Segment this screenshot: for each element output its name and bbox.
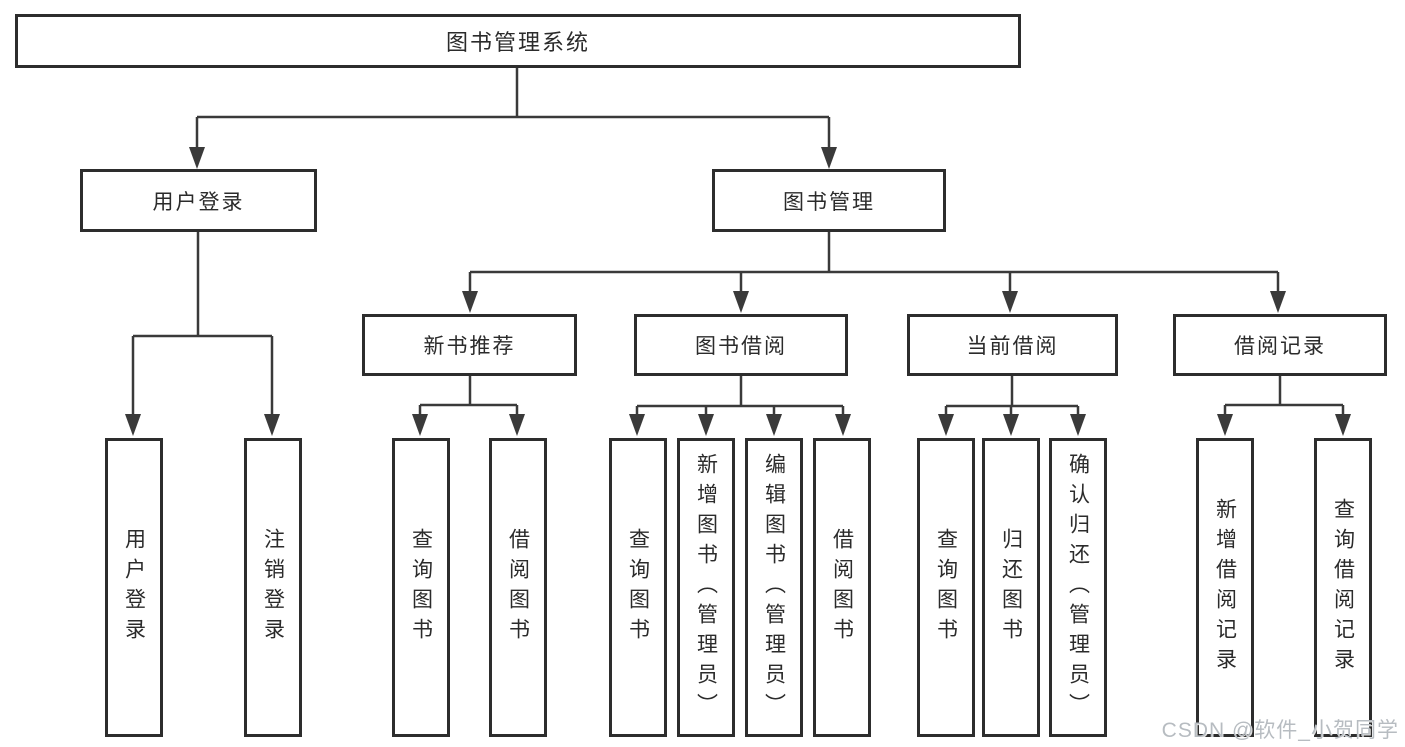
connector-root-to-level2 bbox=[195, 68, 831, 148]
arrowhead-book-management bbox=[821, 147, 837, 169]
leaf-confirm-return: 确认归还（管理员） bbox=[1049, 438, 1107, 737]
node-book-management-label: 图书管理 bbox=[783, 190, 875, 214]
arrowhead-leaf-return-book bbox=[1003, 414, 1019, 436]
leaf-add-book: 新增图书（管理员） bbox=[677, 438, 735, 737]
node-borrow-record: 借阅记录 bbox=[1173, 314, 1387, 376]
arrowhead-current-borrow bbox=[1002, 291, 1018, 313]
arrowhead-leaf-borrow-book-2 bbox=[835, 414, 851, 436]
arrowhead-leaf-query-book-1 bbox=[412, 414, 428, 436]
leaf-confirm-return-label: 确认归还（管理员） bbox=[1066, 452, 1090, 723]
leaf-query-book-1: 查询图书 bbox=[392, 438, 450, 737]
leaf-return-book-label: 归还图书 bbox=[999, 527, 1023, 648]
leaf-query-borrow-record-label: 查询借阅记录 bbox=[1331, 497, 1355, 678]
arrowhead-book-borrow bbox=[733, 291, 749, 313]
arrowhead-leaf-query-book-2 bbox=[629, 414, 645, 436]
node-current-borrow: 当前借阅 bbox=[907, 314, 1118, 376]
connector-current-borrow-group bbox=[944, 375, 1080, 415]
arrowhead-leaf-query-book-3 bbox=[938, 414, 954, 436]
leaf-query-book-1-label: 查询图书 bbox=[409, 527, 433, 648]
node-book-borrow: 图书借阅 bbox=[634, 314, 848, 376]
leaf-query-borrow-record: 查询借阅记录 bbox=[1314, 438, 1372, 737]
node-user-login-label: 用户登录 bbox=[152, 190, 245, 214]
leaf-add-book-label: 新增图书（管理员） bbox=[694, 452, 718, 723]
arrowhead-leaf-query-record bbox=[1335, 414, 1351, 436]
node-new-book-recommend: 新书推荐 bbox=[362, 314, 577, 376]
leaf-borrow-book-2: 借阅图书 bbox=[813, 438, 871, 737]
node-current-borrow-label: 当前借阅 bbox=[966, 335, 1059, 358]
leaf-user-login: 用户登录 bbox=[105, 438, 163, 737]
leaf-borrow-book-1: 借阅图书 bbox=[489, 438, 547, 737]
arrowhead-new-book-recommend bbox=[462, 291, 478, 313]
arrowhead-leaf-logout bbox=[264, 414, 280, 436]
leaf-query-book-3: 查询图书 bbox=[917, 438, 975, 737]
leaf-logout-label: 注销登录 bbox=[261, 527, 285, 648]
node-book-borrow-label: 图书借阅 bbox=[695, 335, 787, 358]
leaf-add-borrow-record: 新增借阅记录 bbox=[1196, 438, 1254, 737]
leaf-logout: 注销登录 bbox=[244, 438, 302, 737]
node-book-management: 图书管理 bbox=[712, 169, 946, 232]
arrowhead-leaf-add-book bbox=[698, 414, 714, 436]
arrowhead-leaf-add-record bbox=[1217, 414, 1233, 436]
node-root-label: 图书管理系统 bbox=[445, 30, 590, 55]
connector-new-book-group bbox=[418, 375, 519, 415]
connector-borrow-record-group bbox=[1223, 375, 1345, 415]
connector-book-borrow-group bbox=[635, 375, 845, 415]
arrowhead-leaf-user-login bbox=[125, 414, 141, 436]
leaf-return-book: 归还图书 bbox=[982, 438, 1040, 737]
node-new-book-recommend-label: 新书推荐 bbox=[423, 335, 516, 358]
arrowhead-leaf-edit-book bbox=[766, 414, 782, 436]
leaf-borrow-book-2-label: 借阅图书 bbox=[830, 527, 854, 648]
arrowhead-leaf-confirm-return bbox=[1070, 414, 1086, 436]
leaf-add-borrow-record-label: 新增借阅记录 bbox=[1213, 497, 1237, 678]
connector-bookmgmt-to-level3 bbox=[468, 232, 1280, 292]
leaf-user-login-label: 用户登录 bbox=[122, 527, 146, 648]
node-borrow-record-label: 借阅记录 bbox=[1234, 335, 1326, 358]
leaf-borrow-book-1-label: 借阅图书 bbox=[506, 527, 530, 648]
arrowhead-borrow-record bbox=[1270, 291, 1286, 313]
connector-user-login-group bbox=[131, 232, 274, 415]
node-root: 图书管理系统 bbox=[15, 14, 1021, 68]
csdn-watermark: CSDN @软件_小贺同学 bbox=[1161, 719, 1399, 742]
leaf-query-book-3-label: 查询图书 bbox=[934, 527, 958, 648]
leaf-edit-book: 编辑图书（管理员） bbox=[745, 438, 803, 737]
leaf-edit-book-label: 编辑图书（管理员） bbox=[762, 452, 786, 723]
arrowhead-user-login bbox=[189, 147, 205, 169]
leaf-query-book-2-label: 查询图书 bbox=[626, 527, 650, 648]
leaf-query-book-2: 查询图书 bbox=[609, 438, 667, 737]
node-user-login: 用户登录 bbox=[80, 169, 317, 232]
arrowhead-leaf-borrow-book-1 bbox=[509, 414, 525, 436]
